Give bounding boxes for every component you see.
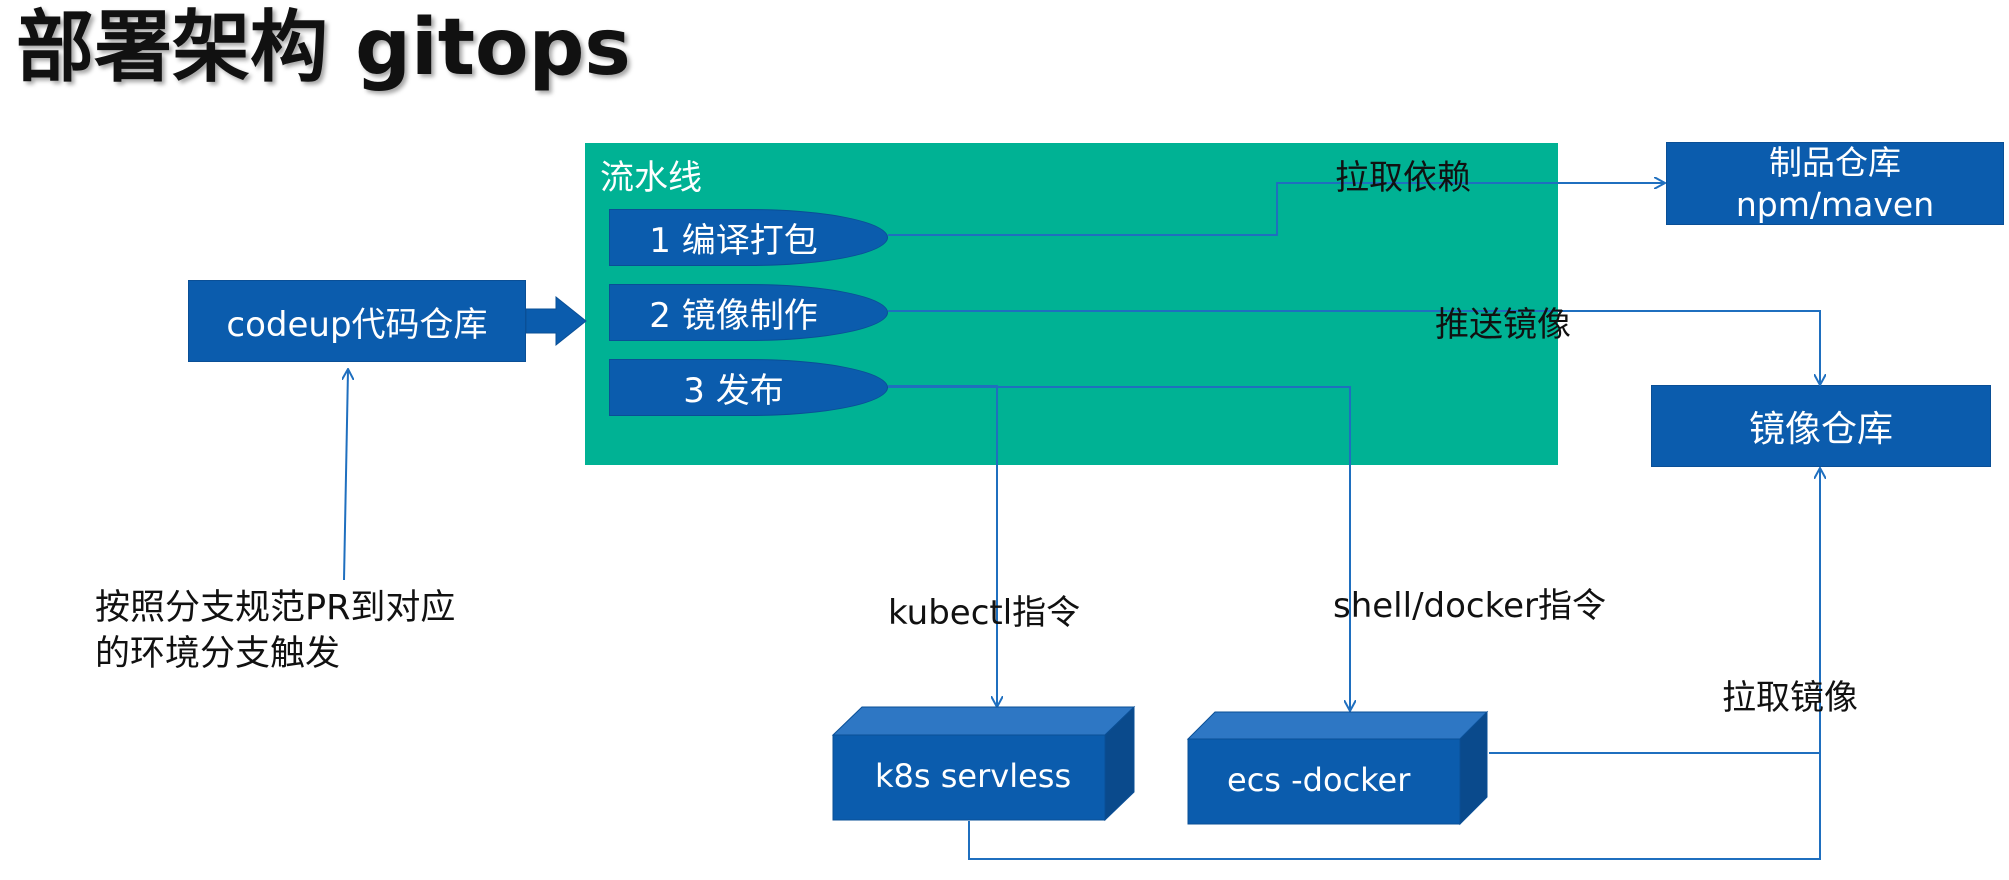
k8s-pull-image-connector <box>968 753 1821 860</box>
k8s-serverless-label: k8s servless <box>875 757 1072 795</box>
artifact-repo-subtitle: npm/maven <box>1735 184 1935 224</box>
artifact-repo-node: 制品仓库 npm/maven <box>1666 142 2004 225</box>
pull-image-label: 拉取镜像 <box>1722 678 1858 718</box>
shell-docker-label: shell/docker指令 <box>1333 586 1606 626</box>
image-repo-node: 镜像仓库 <box>1651 385 1991 467</box>
pipeline-label: 流水线 <box>600 158 702 198</box>
kubectl-label: kubectl指令 <box>888 593 1081 633</box>
codeup-to-pipeline-arrow <box>525 295 587 347</box>
pull-deps-connector <box>888 183 1664 236</box>
push-image-label: 推送镜像 <box>1435 305 1571 345</box>
pipeline-step-compile: 1 编译打包 <box>609 209 888 266</box>
ecs-docker-label: ecs -docker <box>1227 761 1411 799</box>
codeup-repo-node: codeup代码仓库 <box>188 280 526 362</box>
pipeline-step-release: 3 发布 <box>609 359 888 416</box>
trigger-note: 按照分支规范PR到对应 的环境分支触发 <box>95 588 456 674</box>
pipeline-step-image-build: 2 镜像制作 <box>609 284 888 341</box>
page-title: 部署架构 gitops <box>16 3 631 93</box>
ecs-docker-cube <box>1186 710 1489 826</box>
push-image-connector <box>888 310 1820 384</box>
pull-deps-label: 拉取依赖 <box>1335 158 1471 198</box>
kubectl-connector <box>888 385 997 706</box>
artifact-repo-title: 制品仓库 <box>1769 142 1901 182</box>
k8s-serverless-cube <box>831 705 1136 822</box>
trigger-arrow <box>344 370 348 581</box>
shell-docker-connector <box>888 386 1350 710</box>
